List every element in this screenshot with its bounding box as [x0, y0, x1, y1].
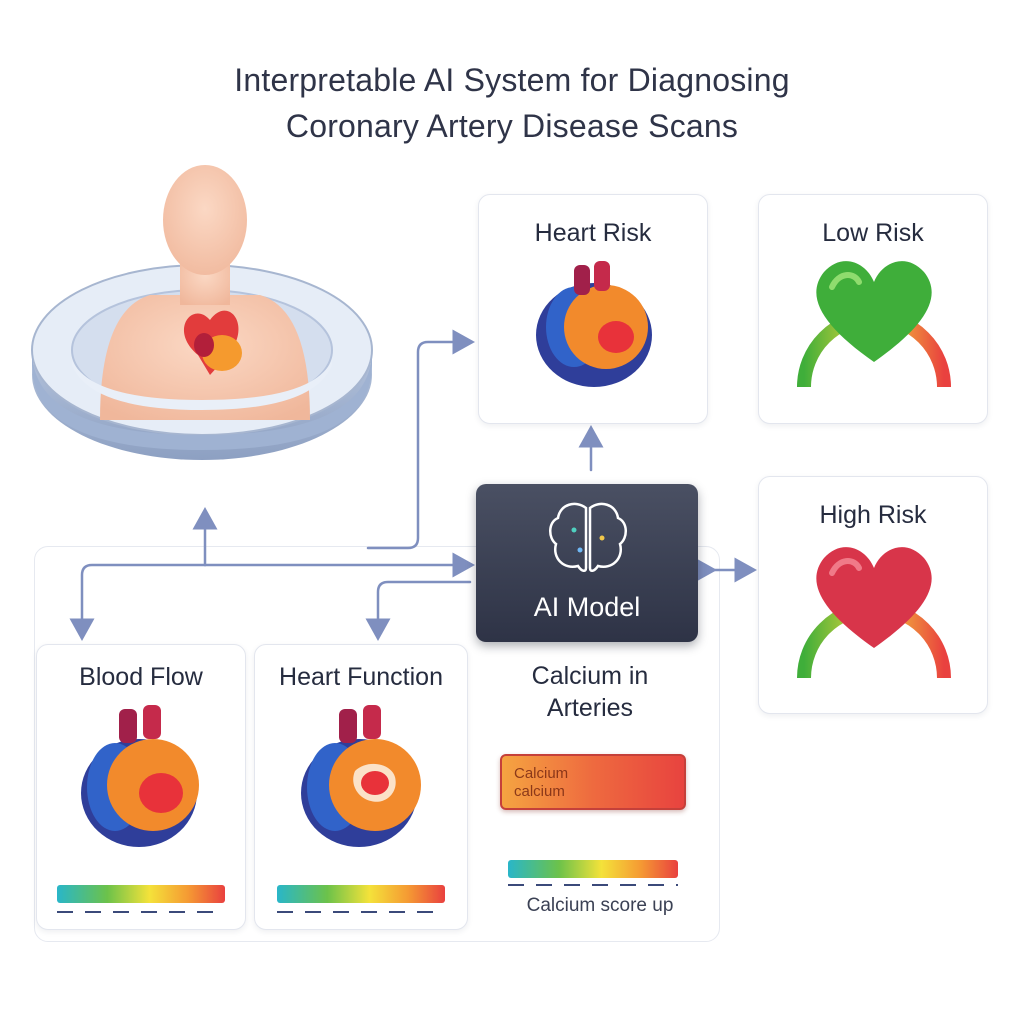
calcium-scale	[508, 860, 678, 878]
arrow-to-heart-risk	[366, 329, 475, 550]
heart-function-dashes	[277, 911, 445, 913]
title-line-2: Coronary Artery Disease Scans	[285, 108, 739, 144]
heart-function-heart-icon	[301, 705, 421, 847]
title-line-1: Interpretable AI System for Diagnosing	[234, 62, 790, 98]
high-risk-card[interactable]: High Risk	[758, 476, 988, 714]
calcium-title-line-2: Arteries	[546, 694, 634, 722]
brain-icon	[549, 502, 627, 572]
high-risk-title: High Risk	[819, 501, 927, 529]
heart-function-card[interactable]: Heart Function	[254, 644, 468, 930]
low-risk-heart-gauge	[797, 261, 951, 388]
calcium-title-line-1: Calcium in	[531, 662, 649, 690]
low-risk-title: Low Risk	[822, 219, 924, 247]
blood-flow-scale	[57, 885, 225, 903]
ct-scanner-illustration	[31, 165, 373, 460]
ai-model-panel[interactable]: AI Model	[476, 484, 698, 642]
arrow-to-heart-function	[365, 580, 472, 641]
ai-model-label: AI Model	[533, 592, 641, 622]
high-risk-heart-gauge	[797, 547, 951, 679]
heart-risk-heart-icon	[536, 261, 652, 387]
high-risk-heart-icon	[816, 547, 932, 648]
arrow-to-blood-flow	[69, 563, 207, 641]
blood-flow-card[interactable]: Blood Flow	[36, 644, 246, 930]
calcium-score-box: Calcium calcium	[500, 754, 686, 810]
heart-function-title: Heart Function	[279, 663, 443, 691]
calcium-box-text: Calcium calcium	[514, 765, 569, 800]
blood-flow-title: Blood Flow	[79, 663, 203, 691]
calcium-dashes	[508, 884, 678, 886]
low-risk-card[interactable]: Low Risk	[758, 194, 988, 424]
low-risk-heart-icon	[816, 261, 932, 362]
heart-risk-card[interactable]: Heart Risk	[478, 194, 708, 424]
blood-flow-dashes	[57, 911, 225, 913]
heart-risk-title: Heart Risk	[534, 219, 652, 247]
patient-heart-icon	[183, 310, 242, 375]
patient-head	[163, 165, 247, 275]
heart-function-scale	[277, 885, 445, 903]
calcium-caption: Calcium score up	[526, 895, 674, 916]
blood-flow-heart-icon	[81, 705, 199, 847]
